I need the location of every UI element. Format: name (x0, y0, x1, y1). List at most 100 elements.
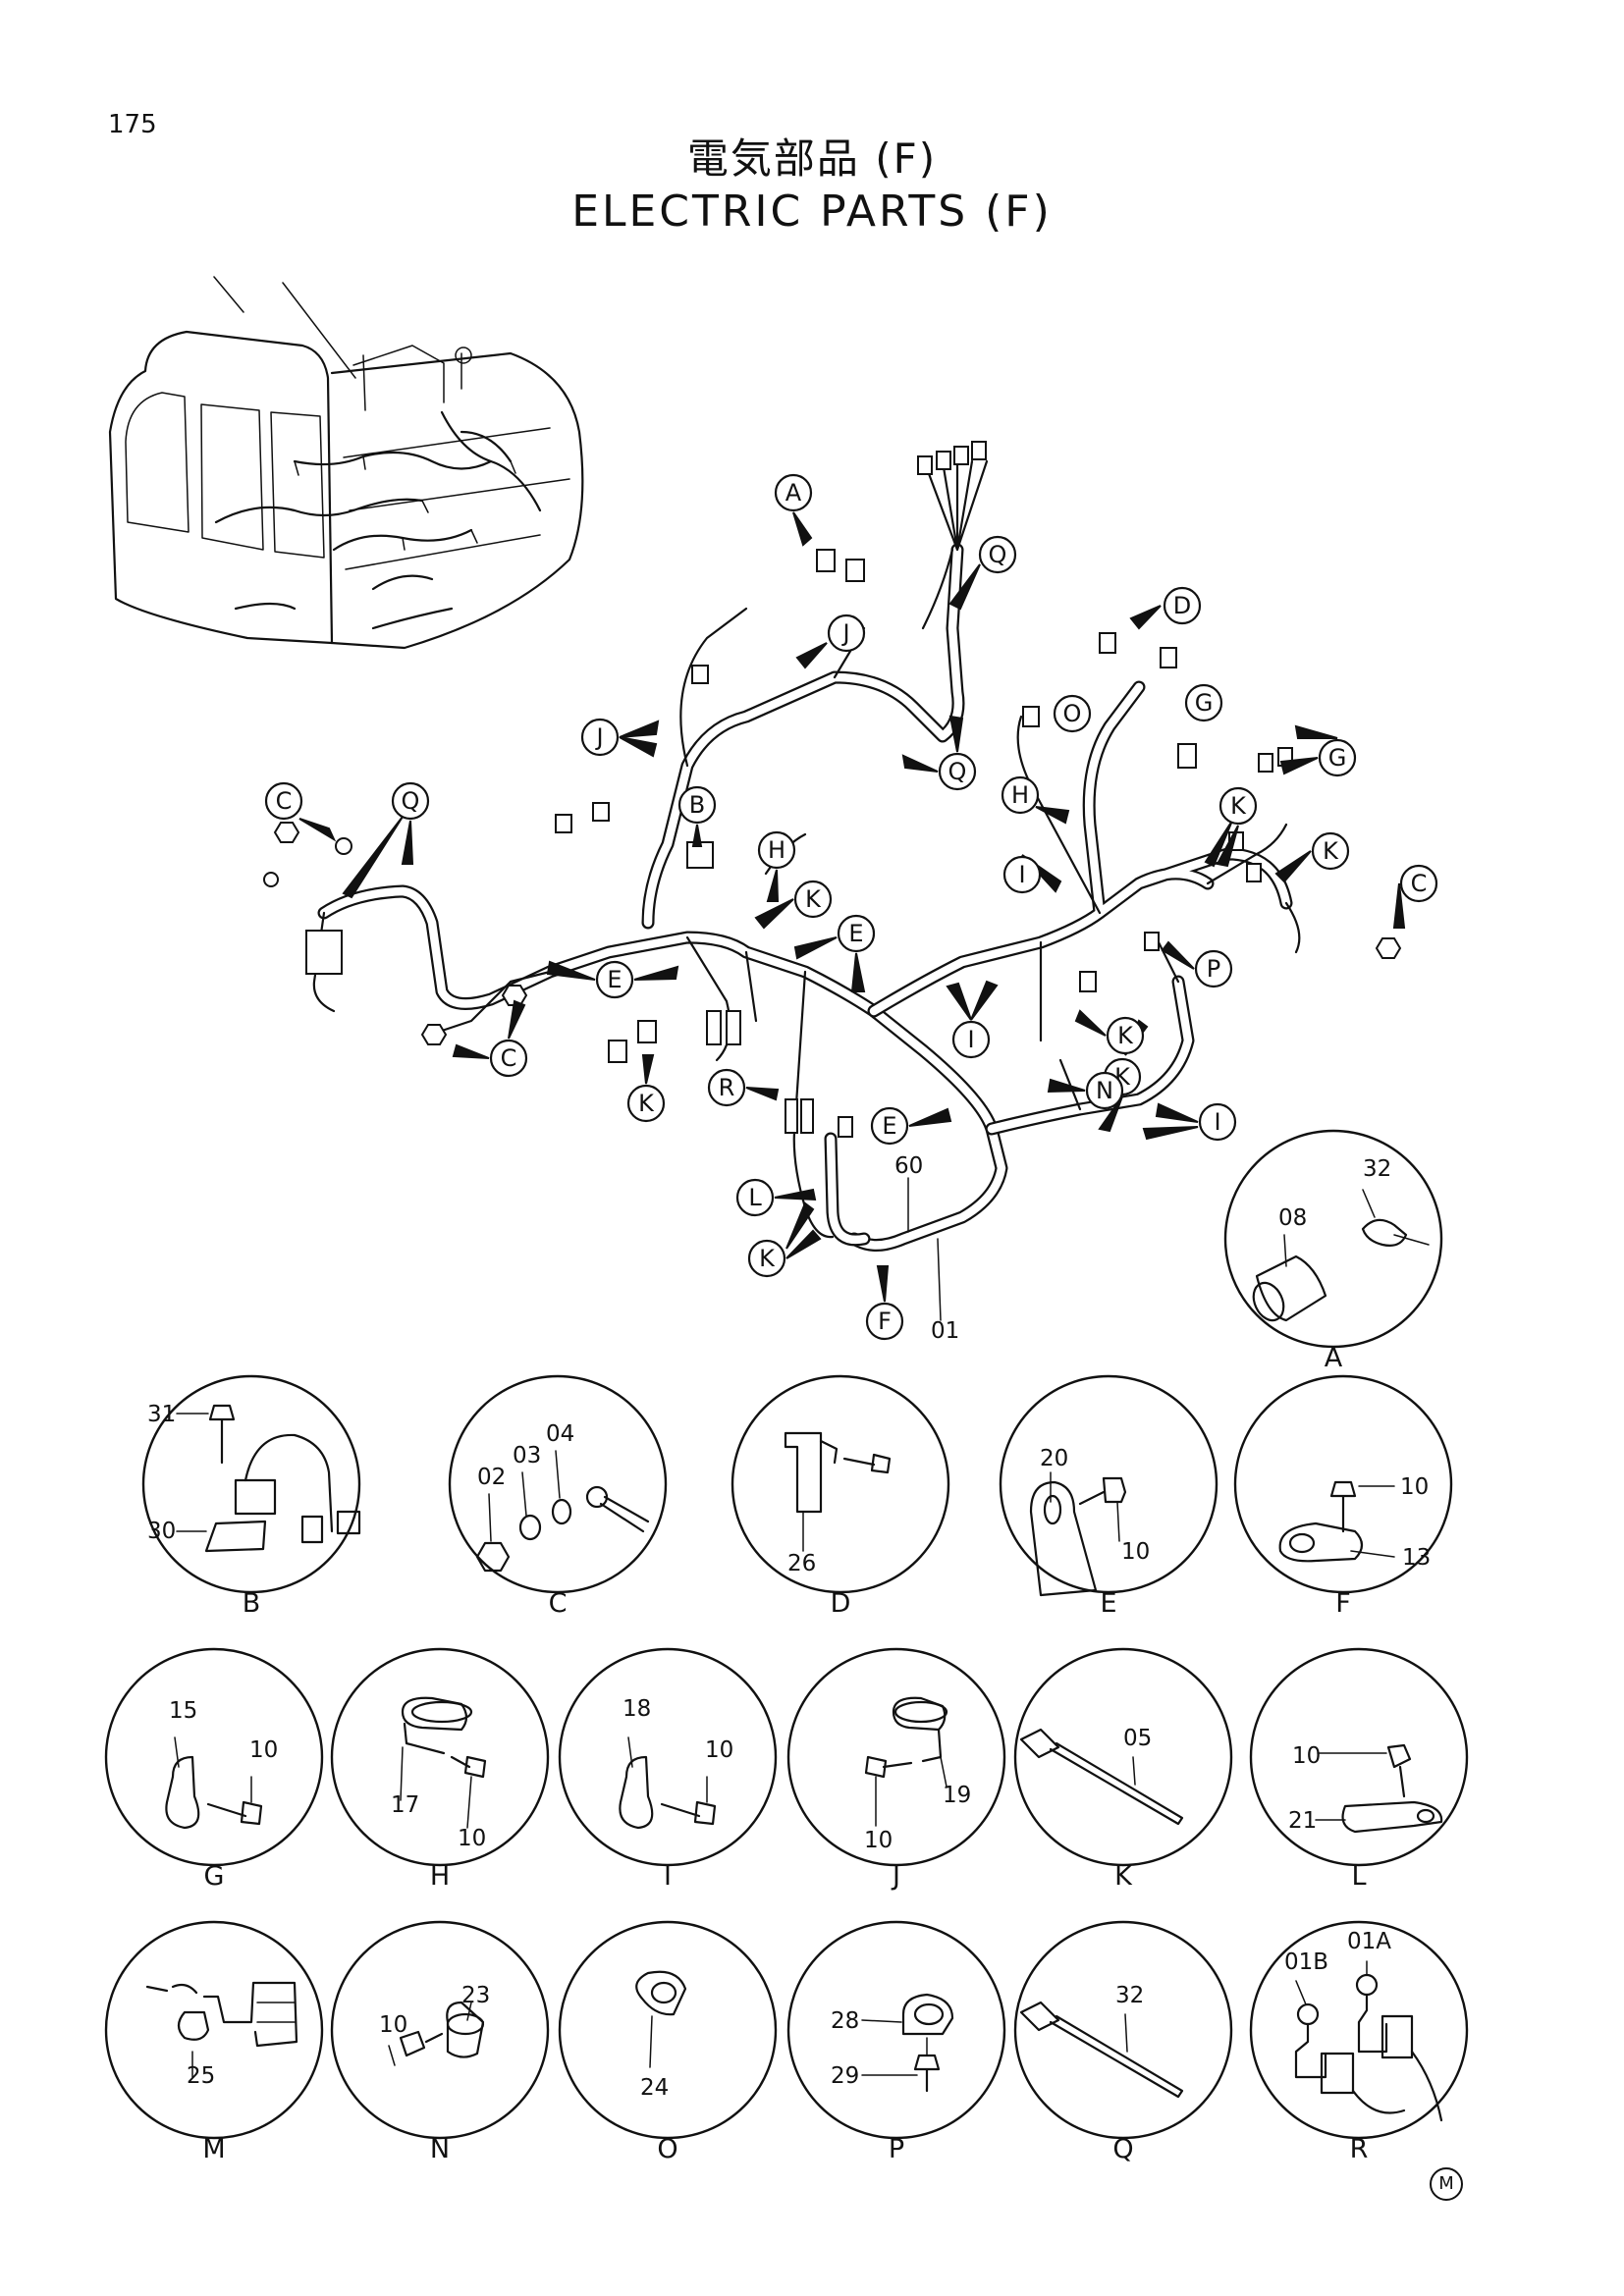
part-number-label: 01A (1347, 1929, 1391, 1954)
callout-circle (870, 1106, 909, 1146)
callout-circle (837, 914, 876, 953)
detail-letter: L (1351, 1861, 1366, 1892)
detail-circle (999, 1374, 1218, 1594)
callout-circle (1318, 738, 1357, 777)
callout-circle (793, 880, 833, 919)
part-number-label: 30 (147, 1519, 176, 1544)
part-number-label: 17 (391, 1792, 419, 1818)
part-number-label: 31 (147, 1402, 176, 1427)
callout-letter: C (276, 787, 293, 815)
detail-letter: E (1100, 1588, 1116, 1619)
callout-circle (1184, 683, 1223, 722)
callout-letter: P (1207, 955, 1220, 983)
callout-circle (1002, 855, 1042, 894)
callout-circle (1218, 786, 1258, 826)
callout-circle (757, 830, 796, 870)
detail-circle (731, 1374, 950, 1594)
detail-letter: N (430, 2134, 450, 2164)
callout-letter: K (759, 1245, 776, 1272)
callout-circle (595, 960, 634, 999)
callout-letter: C (501, 1044, 517, 1072)
callout-circle (951, 1020, 991, 1059)
detail-circle (1249, 1647, 1469, 1867)
callout-circle (827, 614, 866, 653)
callout-k: K (747, 1239, 786, 1278)
detail-circle (448, 1374, 668, 1594)
callout-e: E (837, 914, 876, 953)
detail-letter: B (243, 1588, 261, 1619)
detail-letter: J (891, 1861, 900, 1892)
callout-letter: K (1117, 1022, 1134, 1049)
part-number-label: 15 (169, 1698, 197, 1724)
callout-letter: H (768, 836, 785, 864)
part-number-label: 10 (705, 1737, 733, 1763)
callout-i: I (951, 1020, 991, 1059)
callout-k: K (626, 1084, 666, 1123)
callout-h: H (757, 830, 796, 870)
mark-symbol: M (1430, 2167, 1463, 2201)
detail-letter: K (1114, 1861, 1133, 1892)
callout-letter: O (1063, 700, 1082, 727)
part-number-label: 02 (477, 1465, 506, 1490)
callout-circle (489, 1039, 528, 1078)
detail-circle (786, 1920, 1006, 2140)
callout-letter: K (1230, 792, 1247, 820)
detail-circle (141, 1374, 361, 1594)
detail-circle (1249, 1920, 1469, 2140)
detail-i-parts (619, 1736, 717, 1830)
callout-c: C (264, 781, 303, 821)
callout-letter: D (1173, 592, 1191, 619)
part-number-label: 24 (640, 2075, 669, 2101)
detail-k-parts (1019, 1728, 1184, 1826)
callout-k: K (1218, 786, 1258, 826)
detail-i: I 18 10 (558, 1647, 778, 1892)
part-number-label: 01B (1284, 1949, 1328, 1975)
callout-circle (1106, 1016, 1145, 1055)
detail-letter: Q (1112, 2134, 1133, 2164)
callout-i: I (1198, 1102, 1237, 1142)
detail-letter: I (664, 1861, 672, 1892)
part-number-label: 28 (831, 2008, 859, 2034)
part-number-label: 32 (1115, 1983, 1144, 2008)
callout-f: F (865, 1302, 904, 1341)
callout-g: G (1184, 683, 1223, 722)
detail-circle (1013, 1920, 1233, 2140)
callout-circle (1198, 1102, 1237, 1142)
callout-circle (1194, 949, 1233, 988)
callout-letter: I (967, 1026, 974, 1053)
detail-letter: H (430, 1861, 450, 1892)
callout-circle (1085, 1071, 1124, 1110)
detail-g-parts (165, 1736, 263, 1830)
callout-circle (1001, 775, 1040, 815)
detail-circle (1223, 1129, 1443, 1349)
callout-k: K (1106, 1016, 1145, 1055)
part-number-label: 10 (1121, 1539, 1150, 1565)
callout-circle (735, 1178, 775, 1217)
callout-circle (1311, 831, 1350, 871)
detail-letter: R (1350, 2134, 1369, 2164)
detail-e-parts (1029, 1471, 1127, 1597)
callout-letter: C (1411, 870, 1428, 897)
callout-circle (391, 781, 430, 821)
callout-j: J (827, 614, 866, 653)
part-number-label: 60 (894, 1153, 923, 1179)
callout-letter: E (882, 1112, 896, 1140)
part-number-label: 18 (623, 1696, 651, 1722)
detail-circle (1013, 1647, 1233, 1867)
detail-k: K05 (1013, 1647, 1233, 1892)
callout-b: B (677, 785, 717, 825)
callout-circle (774, 473, 813, 512)
callout-letter: K (1323, 837, 1339, 865)
page-title-japanese: 電気部品 (F) (686, 134, 938, 183)
callout-q: Q (978, 535, 1017, 574)
callout-letter: N (1096, 1077, 1113, 1104)
